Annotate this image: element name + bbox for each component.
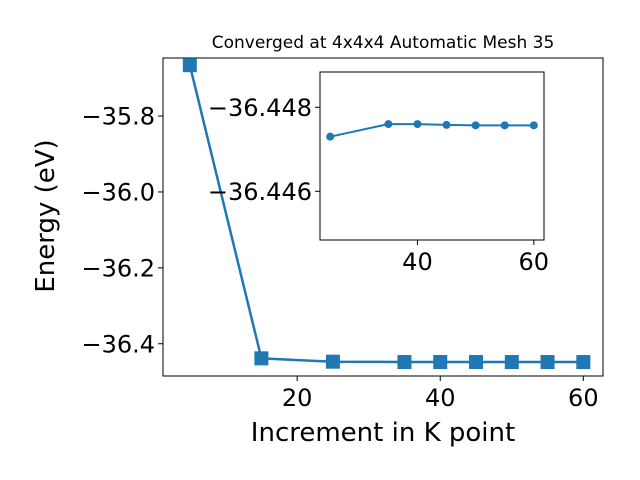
inset-data-point: [500, 121, 509, 130]
inset-y-tick-label: −36.448: [208, 94, 312, 122]
main-y-tick-label: −36.4: [81, 330, 155, 358]
inset-data-point: [326, 132, 335, 141]
main-data-point: [576, 355, 591, 370]
main-data-point: [469, 355, 484, 370]
chart-title: Converged at 4x4x4 Automatic Mesh 35: [212, 33, 555, 53]
inset-x-tick-label: 40: [402, 248, 433, 276]
main-data-point: [182, 58, 197, 73]
inset-data-point: [529, 121, 538, 130]
inset-plot: 40 60 −36.448 −36.446: [208, 71, 550, 276]
main-y-tick-label: −36.0: [81, 179, 155, 207]
main-x-tick-label: 20: [282, 384, 313, 412]
main-y-tick-label: −36.2: [81, 254, 155, 282]
inset-axes-frame: [319, 71, 545, 241]
main-x-tick-label: 60: [568, 384, 599, 412]
inset-x-tick-label: 60: [519, 248, 550, 276]
main-data-point: [540, 355, 555, 370]
inset-data-point: [413, 120, 422, 129]
y-axis-label: Energy (eV): [31, 139, 61, 292]
main-data-point: [433, 355, 448, 370]
main-data-point: [325, 354, 340, 369]
main-data-point: [397, 355, 412, 370]
main-data-point: [254, 351, 269, 366]
x-axis-label: Increment in K point: [251, 418, 515, 448]
inset-y-tick-label: −36.446: [208, 178, 312, 206]
main-data-point: [504, 355, 519, 370]
inset-data-point: [442, 120, 451, 129]
main-y-tick-label: −35.8: [81, 103, 155, 131]
inset-data-point: [384, 120, 393, 129]
inset-data-point: [471, 121, 480, 130]
main-x-tick-label: 40: [425, 384, 456, 412]
